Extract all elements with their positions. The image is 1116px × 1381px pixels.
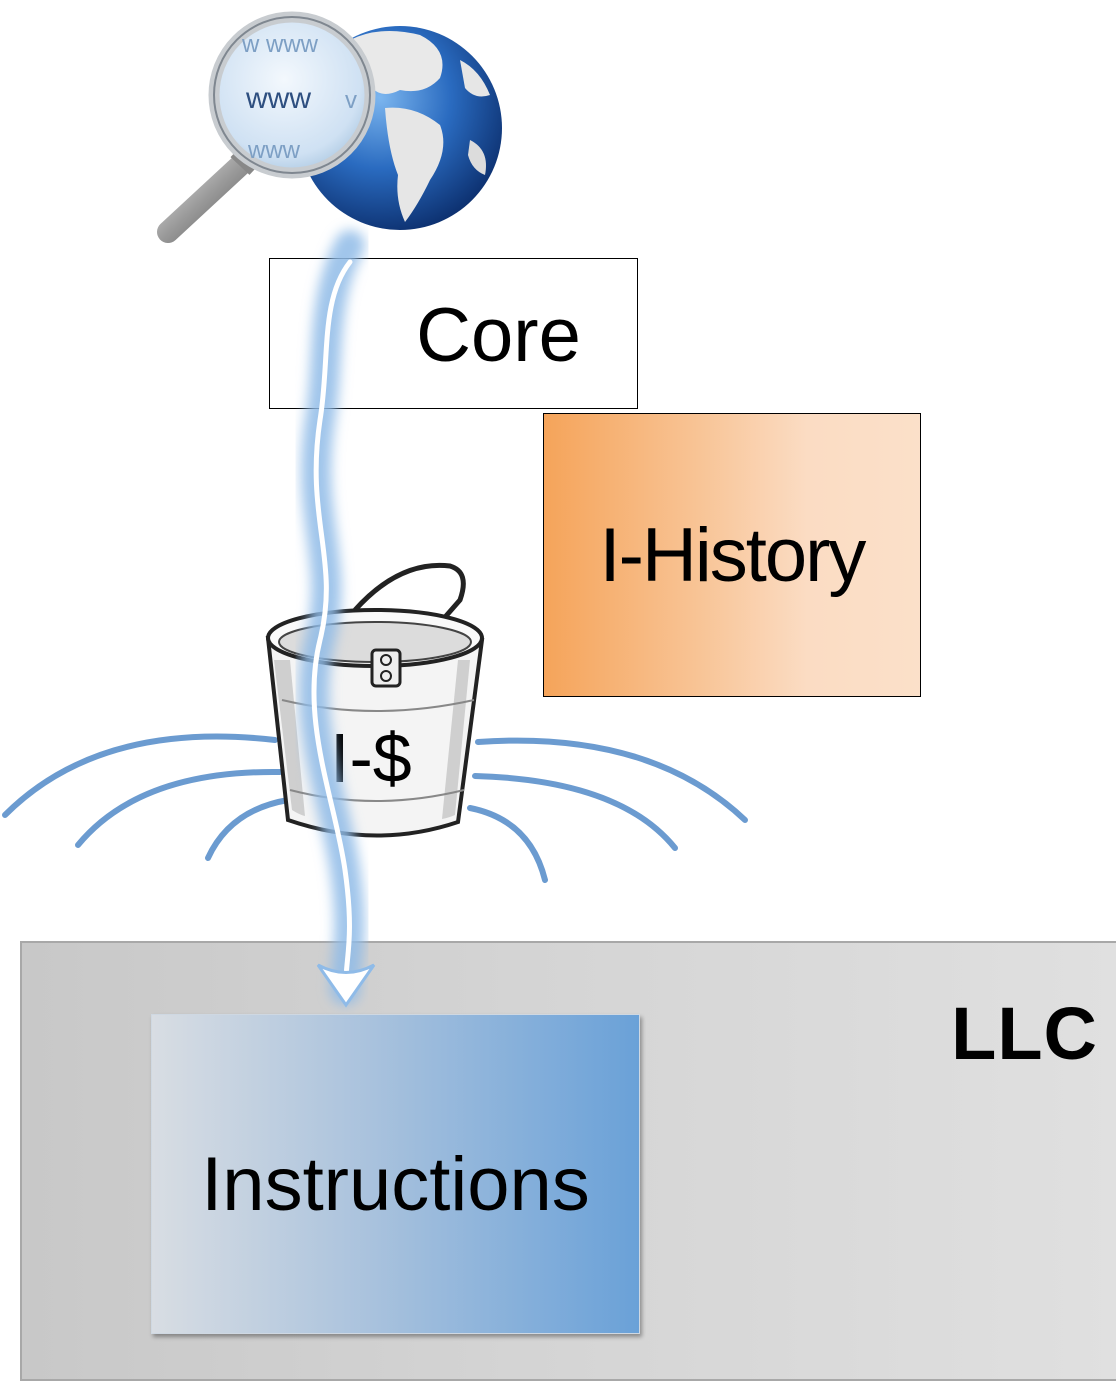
lens-text-main: www	[245, 82, 311, 115]
llc-label: LLC	[951, 992, 1098, 1075]
lens-text-side: v	[345, 87, 357, 114]
lens-text-bottom: www	[247, 137, 301, 164]
lens-text-top: w www	[241, 31, 319, 58]
ihistory-box: I-History	[543, 413, 921, 697]
core-label: Core	[416, 293, 581, 378]
instructions-box: Instructions	[151, 1014, 640, 1334]
icache-label: I-$	[330, 719, 412, 797]
instructions-label: Instructions	[201, 1141, 590, 1227]
ihistory-label: I-History	[599, 512, 867, 598]
